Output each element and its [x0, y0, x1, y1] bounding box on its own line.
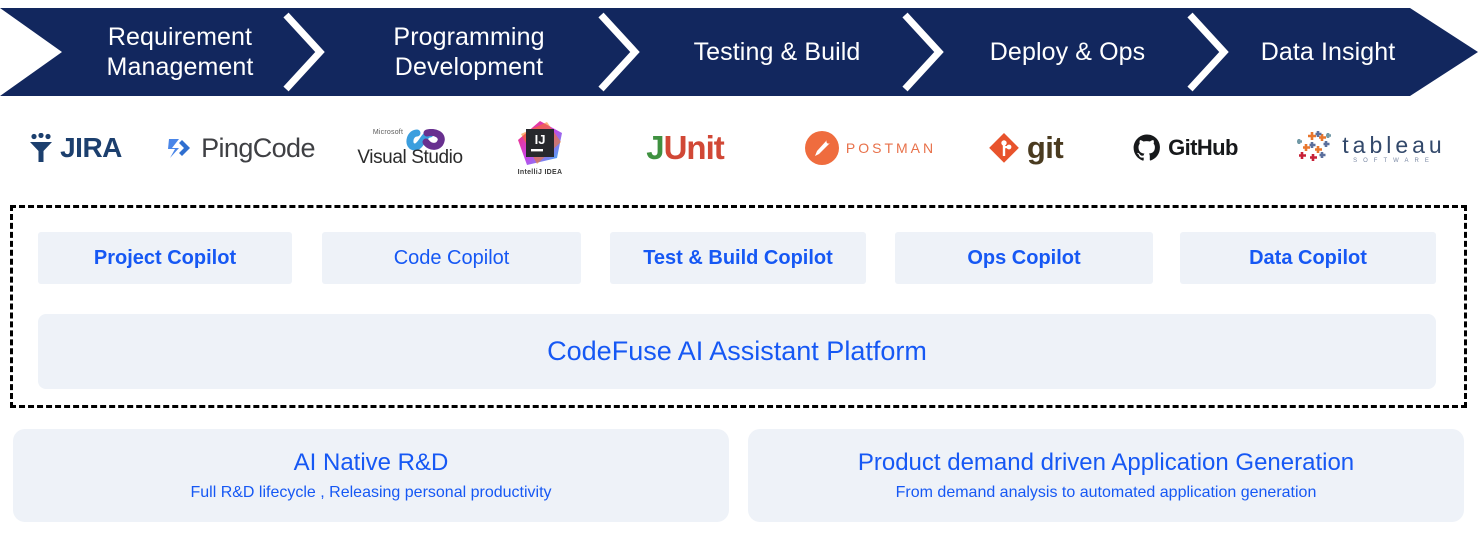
- copilot-label: Project Copilot: [93, 246, 237, 269]
- copilot-box-code[interactable]: Code Copilot: [322, 232, 581, 284]
- logo-postman[interactable]: POSTMAN: [780, 112, 960, 184]
- intellij-idea-mark-icon: IJ: [518, 121, 562, 165]
- tool-logo-row: JIRA PingCode Microsoft: [0, 112, 1478, 184]
- logo-label: IntelliJ IDEA: [517, 169, 563, 176]
- stage-testing-build[interactable]: Testing & Build: [660, 8, 894, 96]
- logo-superscript: Microsoft: [372, 129, 404, 136]
- logo-git[interactable]: git: [955, 112, 1095, 184]
- codefuse-platform-bar[interactable]: CodeFuse AI Assistant Platform: [38, 314, 1436, 389]
- logo-label-part2: Unit: [663, 129, 725, 166]
- copilot-box-ops[interactable]: Ops Copilot: [895, 232, 1153, 284]
- copilot-label: Data Copilot: [1249, 246, 1367, 269]
- outcome-card-application-generation[interactable]: Product demand driven Application Genera…: [748, 429, 1464, 522]
- logo-github[interactable]: GitHub: [1110, 112, 1260, 184]
- outcome-card-ai-native-rd[interactable]: AI Native R&D Full R&D lifecycle , Relea…: [13, 429, 729, 522]
- logo-label: Visual Studio: [357, 147, 463, 168]
- logo-jira[interactable]: JIRA: [10, 112, 140, 184]
- postman-mark-icon: [804, 131, 839, 165]
- banner-background: [0, 8, 1478, 96]
- stage-label-line1: Data Insight: [1260, 37, 1396, 66]
- stage-label-line1: Deploy & Ops: [989, 37, 1146, 66]
- stage-label-line1: Programming: [393, 22, 545, 51]
- logo-label: JIRA: [60, 132, 122, 163]
- platform-label: CodeFuse AI Assistant Platform: [547, 336, 927, 366]
- logo-pingcode[interactable]: PingCode: [150, 112, 330, 184]
- pipeline-banner: Requirement Management Programming Devel…: [0, 8, 1478, 96]
- pingcode-mark-icon: [168, 139, 191, 158]
- stage-label-line2: Development: [394, 53, 544, 81]
- card-subtitle: Full R&D lifecycle , Releasing personal …: [190, 484, 552, 501]
- tableau-mark-icon: [1297, 131, 1332, 161]
- card-title: AI Native R&D: [293, 449, 449, 476]
- stage-deploy-ops[interactable]: Deploy & Ops: [955, 8, 1180, 96]
- stage-list: Requirement Management Programming Devel…: [0, 8, 1478, 96]
- github-mark-icon: [1133, 134, 1161, 161]
- copilot-box-data[interactable]: Data Copilot: [1180, 232, 1436, 284]
- logo-sublabel: SOFTWARE: [1353, 158, 1435, 164]
- copilot-label: Code Copilot: [393, 246, 510, 269]
- git-mark-icon: [988, 133, 1019, 163]
- logo-label: GitHub: [1168, 135, 1238, 160]
- jira-mark-icon: [30, 133, 53, 162]
- logo-label: tableau: [1342, 132, 1446, 158]
- stage-label-line1: Testing & Build: [693, 37, 861, 66]
- stage-data-insight[interactable]: Data Insight: [1233, 8, 1423, 96]
- logo-label: PingCode: [201, 132, 315, 163]
- copilot-label: Ops Copilot: [967, 246, 1081, 269]
- logo-tableau[interactable]: tableau SOFTWARE: [1270, 112, 1470, 184]
- visual-studio-infinity-icon: [406, 129, 445, 151]
- stage-requirement-management[interactable]: Requirement Management: [66, 8, 294, 96]
- stage-label-line1: Requirement: [107, 22, 253, 51]
- copilot-label: Test & Build Copilot: [643, 246, 833, 269]
- copilot-box-test-build[interactable]: Test & Build Copilot: [610, 232, 866, 284]
- copilot-box-project[interactable]: Project Copilot: [38, 232, 292, 284]
- logo-label-part1: J: [646, 129, 664, 166]
- stage-label-line2: Management: [106, 53, 254, 81]
- card-subtitle: From demand analysis to automated applic…: [895, 484, 1317, 501]
- logo-label: git: [1026, 130, 1064, 165]
- copilot-platform-container: [10, 205, 1467, 408]
- svg-text:IJ: IJ: [535, 132, 546, 147]
- logo-visual-studio[interactable]: Microsoft Visual Studio: [345, 112, 475, 184]
- logo-junit[interactable]: JUnit: [605, 112, 765, 184]
- logo-label: POSTMAN: [845, 140, 937, 156]
- logo-intellij-idea[interactable]: IJ IntelliJ IDEA: [490, 112, 590, 184]
- card-title: Product demand driven Application Genera…: [857, 449, 1355, 476]
- stage-programming-development[interactable]: Programming Development: [352, 8, 586, 96]
